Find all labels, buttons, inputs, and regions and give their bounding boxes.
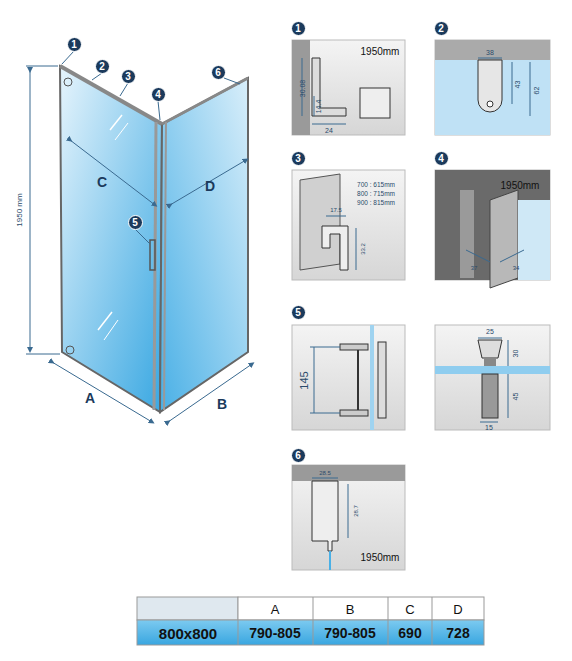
callout-circle: 6 — [211, 65, 226, 80]
callout-circle: 5 — [291, 305, 306, 320]
callout-circle: 2 — [434, 21, 449, 36]
height-note: 1950mm — [361, 47, 400, 57]
callout-number: 6 — [211, 65, 226, 80]
table-cell: 728 — [446, 626, 469, 640]
callout-circle: 4 — [434, 151, 449, 166]
dimension: 33.2 — [360, 243, 366, 255]
dimension-letter: D — [205, 179, 215, 193]
callout-number: 2 — [95, 59, 110, 74]
dimension: 45 — [512, 392, 519, 400]
callout-circle: 1 — [291, 21, 306, 36]
dimension: 34 — [513, 265, 520, 271]
callout-circle: 3 — [121, 69, 136, 84]
callout-circle: 1 — [67, 37, 82, 52]
dimension: 30.08 — [300, 79, 307, 97]
dimension: 38 — [486, 49, 494, 56]
size-note: 700 : 615mm — [357, 182, 395, 189]
dimension: 37 — [471, 265, 478, 271]
callout-circle: 2 — [95, 59, 110, 74]
dimension: 25 — [486, 328, 494, 335]
callout-circle: 4 — [151, 87, 166, 102]
dimension: 145 — [298, 371, 309, 389]
table-cell: 790-805 — [249, 626, 300, 640]
table-header: D — [453, 603, 462, 616]
callout-number: 3 — [121, 69, 136, 84]
dimension: 17.5 — [330, 207, 342, 213]
callout-number: 1 — [67, 37, 82, 52]
callout-number: 4 — [151, 87, 166, 102]
callout-circle: 3 — [291, 151, 306, 166]
size-note: 900 : 815mm — [357, 200, 395, 207]
callout-number: 6 — [291, 448, 306, 463]
dimension: 14.4 — [316, 99, 323, 113]
callout-number: 5 — [291, 305, 306, 320]
dimension: 30 — [512, 349, 519, 357]
table-cell: 800x800 — [159, 626, 217, 641]
dimension-letter: B — [217, 397, 227, 411]
callout-number: 5 — [128, 215, 143, 230]
callout-number: 4 — [434, 151, 449, 166]
dimension: 43 — [514, 80, 521, 88]
table-header: B — [346, 603, 355, 616]
size-note: 800 : 715mm — [357, 191, 395, 198]
callout-number: 3 — [291, 151, 306, 166]
dimension-letter: C — [97, 175, 107, 189]
table-header: C — [405, 603, 414, 616]
callout-circle: 5 — [128, 215, 143, 230]
dimension: 62 — [533, 86, 540, 94]
table-header: A — [271, 603, 280, 616]
dimension: 24 — [325, 127, 333, 134]
callout-circle: 6 — [291, 448, 306, 463]
dimension-letter: A — [85, 391, 95, 405]
height-note: 1950mm — [361, 553, 400, 563]
height-note: 1950mm — [501, 181, 540, 191]
callout-number: 2 — [434, 21, 449, 36]
dimension: 15 — [485, 424, 493, 431]
table-cell: 690 — [398, 626, 421, 640]
callout-number: 1 — [291, 21, 306, 36]
height-dimension: 1950 mm — [16, 193, 24, 226]
table-cell: 790-805 — [324, 626, 375, 640]
dimension: 28.5 — [319, 470, 331, 476]
dimension: 28.7 — [353, 505, 359, 517]
